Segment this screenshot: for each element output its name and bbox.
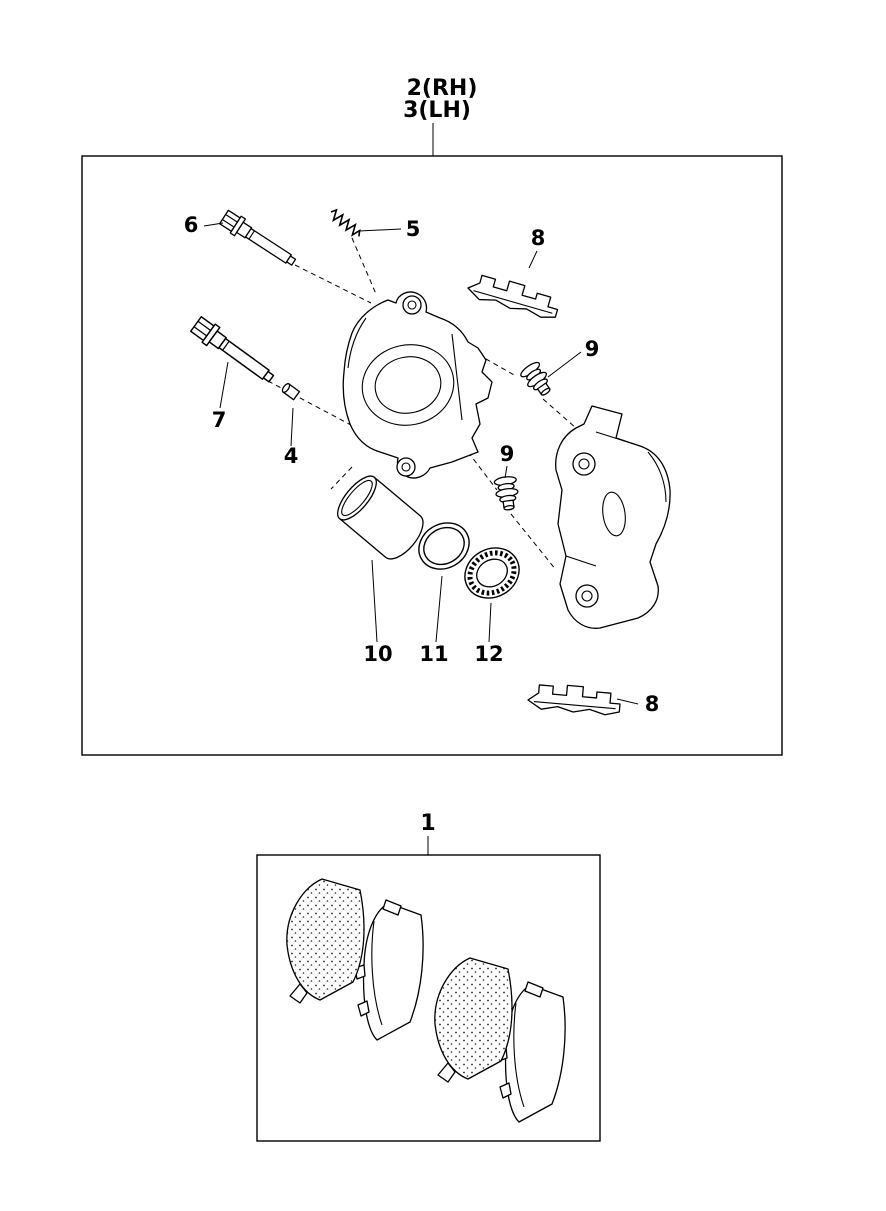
callout-5: 5 bbox=[406, 217, 421, 241]
pad-kit-label: 1 bbox=[420, 811, 435, 836]
pad-retainer-clip-top-drawing bbox=[465, 270, 563, 322]
spring-pin-5-drawing bbox=[330, 208, 361, 237]
caliper-bracket-drawing bbox=[555, 405, 671, 629]
callout-4: 4 bbox=[284, 444, 299, 468]
callout-10: 10 bbox=[363, 642, 392, 666]
caliper-body-drawing bbox=[342, 291, 493, 479]
guide-pin-bolt-6-drawing bbox=[217, 207, 300, 272]
guide-pin-bolt-7-drawing bbox=[188, 314, 279, 389]
assembly-label-rh: 2(RH) bbox=[407, 76, 478, 101]
callout-leader-lines bbox=[203, 222, 639, 705]
guide-pin-boot-lower-drawing bbox=[493, 474, 521, 512]
cap-4-drawing bbox=[281, 383, 301, 401]
piston-drawing bbox=[337, 475, 424, 560]
callout-7: 7 bbox=[212, 408, 227, 432]
assembly-label-lh: 3(LH) bbox=[403, 98, 471, 123]
callout-8-top: 8 bbox=[531, 226, 546, 250]
callout-11: 11 bbox=[419, 642, 448, 666]
callout-12: 12 bbox=[474, 642, 503, 666]
callout-9-upper: 9 bbox=[585, 337, 600, 361]
callout-9-lower: 9 bbox=[500, 442, 515, 466]
piston-seal-drawing bbox=[418, 522, 470, 570]
brake-pads-drawing bbox=[286, 878, 566, 1123]
assembly-box bbox=[81, 155, 783, 756]
brake-pad-backing-1 bbox=[354, 899, 424, 1041]
dust-seal-drawing bbox=[464, 547, 520, 599]
callout-6: 6 bbox=[184, 213, 199, 237]
pad-kit-box bbox=[256, 854, 601, 1142]
brake-pad-friction-2 bbox=[434, 957, 513, 1083]
callout-8-bottom: 8 bbox=[645, 692, 660, 716]
brake-pad-friction-1 bbox=[286, 878, 365, 1004]
pad-retainer-clip-bottom-drawing bbox=[526, 681, 622, 717]
guide-pin-boot-upper-drawing bbox=[518, 359, 557, 401]
